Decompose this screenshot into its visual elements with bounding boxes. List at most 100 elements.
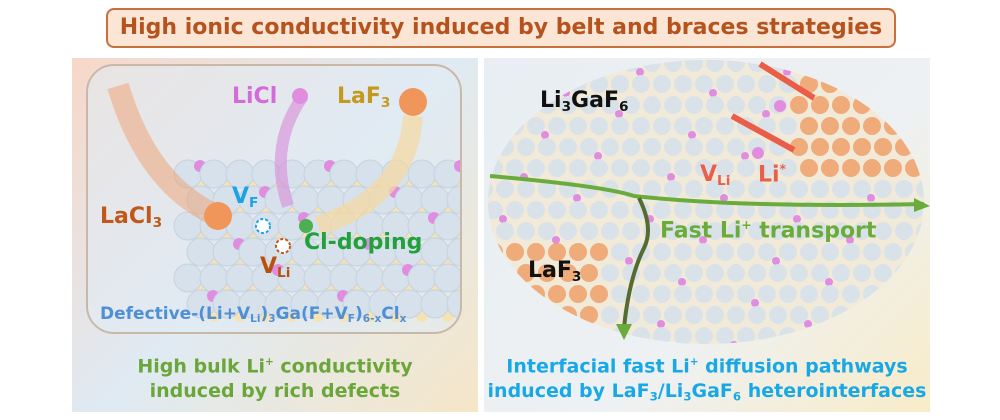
- gallium-atom: [664, 96, 682, 114]
- gallium-atom: [664, 222, 682, 240]
- gallium-atom: [538, 222, 556, 240]
- gallium-atom: [538, 180, 556, 198]
- gallium-atom: [601, 60, 619, 72]
- gallium-atom: [569, 117, 587, 135]
- gallium-atom: [853, 180, 871, 198]
- gallium-atom: [225, 263, 255, 293]
- la-atom: [926, 159, 930, 177]
- gallium-atom: [538, 60, 556, 72]
- gallium-atom: [811, 222, 829, 240]
- gallium-atom: [853, 222, 871, 240]
- li-vacancy-icon: [275, 238, 291, 254]
- gallium-atom: [488, 201, 503, 219]
- lithium-atom: [489, 68, 497, 76]
- gallium-atom: [758, 75, 776, 93]
- gallium-atom: [895, 222, 913, 240]
- gallium-atom: [303, 263, 333, 293]
- lithium-atom: [877, 341, 885, 344]
- gallium-atom: [727, 60, 745, 72]
- gallium-atom: [611, 117, 629, 135]
- la-atom: [842, 159, 860, 177]
- lithium-atom: [804, 320, 812, 328]
- la-atom: [863, 117, 881, 135]
- gallium-atom: [653, 159, 671, 177]
- gallium-atom: [559, 96, 577, 114]
- lithium-atom: [292, 88, 308, 104]
- gallium-atom: [407, 263, 437, 293]
- gallium-atom: [779, 117, 797, 135]
- lithium-atom: [636, 68, 644, 76]
- gallium-atom: [674, 285, 692, 303]
- gallium-atom: [685, 96, 703, 114]
- lithium-atom: [783, 68, 791, 76]
- gallium-atom: [905, 285, 923, 303]
- gallium-atom: [790, 180, 808, 198]
- gallium-atom: [590, 201, 608, 219]
- li-star-label: Li*: [758, 162, 786, 188]
- la-atom: [842, 117, 860, 135]
- la-atom: [204, 202, 232, 230]
- gallium-atom: [632, 117, 650, 135]
- la-atom: [488, 285, 503, 303]
- gallium-atom: [643, 264, 661, 282]
- gallium-atom: [664, 60, 682, 72]
- la-atom: [916, 138, 924, 156]
- la-atom: [488, 327, 503, 344]
- gallium-atom: [601, 138, 619, 156]
- gallium-atom: [517, 96, 535, 114]
- gallium-atom: [758, 327, 776, 344]
- gallium-atom: [853, 306, 871, 324]
- gallium-atom: [329, 263, 359, 293]
- la-atom: [811, 96, 829, 114]
- gallium-atom: [706, 138, 724, 156]
- la-atom: [496, 264, 514, 282]
- la-atom: [399, 88, 427, 116]
- la-atom: [811, 138, 829, 156]
- gallium-atom: [394, 185, 424, 215]
- gallium-atom: [674, 117, 692, 135]
- gallium-atom: [517, 180, 535, 198]
- la-atom: [821, 117, 839, 135]
- la-atom: [832, 96, 850, 114]
- gallium-atom: [727, 180, 745, 198]
- gallium-atom: [790, 222, 808, 240]
- gallium-atom: [748, 306, 766, 324]
- gallium-atom: [622, 222, 640, 240]
- gallium-atom: [329, 159, 359, 189]
- gallium-atom: [863, 243, 881, 261]
- gallium-atom: [895, 180, 913, 198]
- gallium-atom: [446, 185, 460, 215]
- gallium-atom: [559, 222, 577, 240]
- gallium-atom: [926, 243, 930, 261]
- lithium-atom: [720, 194, 728, 202]
- gallium-atom: [916, 306, 924, 324]
- gallium-atom: [737, 285, 755, 303]
- gallium-atom: [653, 285, 671, 303]
- la-atom: [506, 327, 524, 344]
- vli-label: VLi: [260, 254, 291, 282]
- gallium-atom: [821, 243, 839, 261]
- gallium-atom: [685, 180, 703, 198]
- gallium-atom: [874, 264, 892, 282]
- gallium-atom: [832, 180, 850, 198]
- gallium-atom: [488, 138, 493, 156]
- lithium-atom: [552, 236, 560, 244]
- gallium-atom: [517, 222, 535, 240]
- gallium-atom: [446, 237, 460, 267]
- gallium-atom: [517, 60, 535, 72]
- gallium-atom: [527, 159, 545, 177]
- la-atom: [580, 306, 598, 324]
- interface-panel: Li3GaF6 VLi Li* Fast Li+ transport LaF3 …: [484, 58, 930, 412]
- gallium-atom: [685, 138, 703, 156]
- gallium-atom: [758, 159, 776, 177]
- gallium-atom: [695, 201, 713, 219]
- gallium-atom: [832, 264, 850, 282]
- la-atom: [926, 75, 930, 93]
- f-vacancy-icon: [255, 218, 271, 234]
- la-atom: [548, 327, 566, 344]
- la-atom: [916, 96, 924, 114]
- gallium-atom: [685, 60, 703, 72]
- gallium-atom: [790, 306, 808, 324]
- gallium-atom: [601, 222, 619, 240]
- laf3-label-right: LaF3: [528, 258, 582, 286]
